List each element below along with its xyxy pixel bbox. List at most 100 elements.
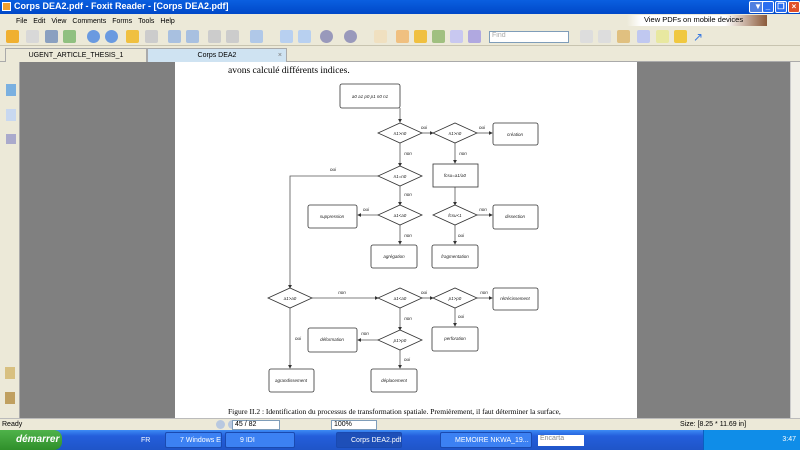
d4-label: fcsu<1 [448,213,462,218]
undo-icon[interactable] [208,30,221,43]
pages-icon[interactable] [6,109,16,121]
arrow-icon[interactable]: ↗ [693,30,704,44]
agregation-label: agrégation [383,254,405,259]
clock: 3:47 [782,436,796,443]
note-icon[interactable] [637,30,650,43]
prev-page-icon[interactable] [87,30,100,43]
retrecissement-label: rétrécissement [500,296,530,301]
continuous-icon[interactable] [186,30,199,43]
intro-text: avons calculé différents indices. [228,66,350,76]
calc-label: fcsu=a1/a0 [444,173,467,178]
forward-icon[interactable] [145,30,158,43]
layers-icon[interactable] [6,134,16,144]
d7-label: a1<a0 [394,296,407,301]
system-tray: 3:47 [703,430,800,450]
open-icon[interactable] [6,30,19,43]
print-icon[interactable] [45,30,58,43]
first-page-icon[interactable] [216,420,225,429]
zoom-in-tool-icon[interactable] [250,30,263,43]
typewriter-icon[interactable] [617,30,630,43]
edge-oui: oui [458,233,465,238]
paperclip-icon[interactable] [5,392,15,404]
find-next-icon[interactable] [598,30,611,43]
minimize-button[interactable]: _ [762,1,774,13]
edge-oui: oui [479,125,486,130]
menu-tools[interactable]: Tools [138,18,155,25]
deformation-box [307,327,358,353]
bookmarks-icon[interactable] [6,84,16,96]
page-number-input[interactable]: 45 / 82 [232,420,280,430]
promo-banner[interactable]: View PDFs on mobile devices [627,15,767,26]
d8-label: p1>p0 [448,296,462,301]
decision-d6 [267,287,313,309]
edge-labels: oui oui non non oui non oui non non oui … [295,125,488,362]
app-icon [2,2,11,11]
attachments-icon[interactable] [5,367,15,379]
find-prev-icon[interactable] [580,30,593,43]
encarta-search[interactable]: Encarta [538,435,584,446]
snapshot-icon[interactable] [468,30,481,43]
close-button[interactable]: × [788,1,800,13]
deplacement-label: déplacement [381,378,408,383]
status-bar: Ready 45 / 82 100% Size: [8.25 * 11.69 i… [0,418,800,430]
decision-d7 [377,287,423,309]
next-page-icon[interactable] [105,30,118,43]
redo-icon[interactable] [226,30,239,43]
edge-oui: oui [421,125,428,130]
menu-comments[interactable]: Comments [72,18,107,25]
deformation-label: déformation [320,337,344,342]
menu-view[interactable]: View [51,18,67,25]
select-icon[interactable] [396,30,409,43]
fragmentation-label: fragmentation [441,254,469,259]
find-input[interactable]: Find [489,31,569,43]
tab-corps-dea2[interactable]: Corps DEA2 × [147,48,287,62]
tab-close-icon[interactable]: × [277,52,282,59]
tab-bar: UGENT_ARTICLE_THESIS_1 Corps DEA2 × [0,47,800,62]
hand-icon[interactable] [374,30,387,43]
document-view[interactable]: avons calculé différents indices. a0 a1 … [20,62,790,418]
vertical-scrollbar[interactable] [790,62,800,418]
menu-edit[interactable]: Edit [33,18,46,25]
restore-button[interactable]: ❐ [775,1,787,13]
dissection-label: dissection [505,214,526,219]
edge-non: non [479,207,487,212]
menu-forms[interactable]: Forms [112,18,133,25]
task-windows-explorer[interactable]: 7 Windows Explorer [165,432,222,448]
email-icon[interactable] [63,30,76,43]
task-idi[interactable]: 9 IDI [225,432,295,448]
flowchart: a0 a1 p0 p1 n0 n1 n1>n0 n1>n0 n1=n0 fcsu… [267,83,539,393]
decision-d8 [432,287,478,309]
start-button[interactable]: démarrer [0,430,62,450]
edge-oui: oui [458,314,465,319]
task-corps-dea2[interactable]: Corps DEA2.pdf - Fo... [336,432,402,448]
save-icon[interactable] [26,30,39,43]
menu-file[interactable]: File [16,18,28,25]
language-indicator[interactable]: FR [141,437,151,444]
back-icon[interactable] [126,30,139,43]
menu-help[interactable]: Help [160,18,175,25]
zoom-out-icon[interactable] [320,30,333,43]
single-page-icon[interactable] [168,30,181,43]
decision-d1 [377,122,423,144]
tab-label: Corps DEA2 [197,52,237,59]
task-memoire[interactable]: MEMOIRE NKWA_19... [440,432,532,448]
creation-label: création [507,132,524,137]
fit-width-icon[interactable] [298,30,311,43]
text-select-icon[interactable] [450,30,463,43]
toolbar: ↗ [0,27,800,46]
navigation-panel [0,62,20,418]
textbox-icon[interactable] [656,30,669,43]
zoom-in-icon[interactable] [344,30,357,43]
edge-non: non [459,151,467,156]
tab-ugent[interactable]: UGENT_ARTICLE_THESIS_1 [5,48,147,62]
d6-label: a1>a0 [284,296,297,301]
binoculars-icon[interactable] [432,30,445,43]
decision-d9 [377,329,423,351]
edge-oui: oui [363,207,370,212]
start-label: a0 a1 p0 p1 n0 n1 [352,94,389,99]
pointer-icon[interactable] [414,30,427,43]
zoom-select[interactable]: 100% [331,420,377,430]
comment-icon[interactable] [674,30,687,43]
deplacement-box [370,368,418,393]
fit-page-icon[interactable] [280,30,293,43]
